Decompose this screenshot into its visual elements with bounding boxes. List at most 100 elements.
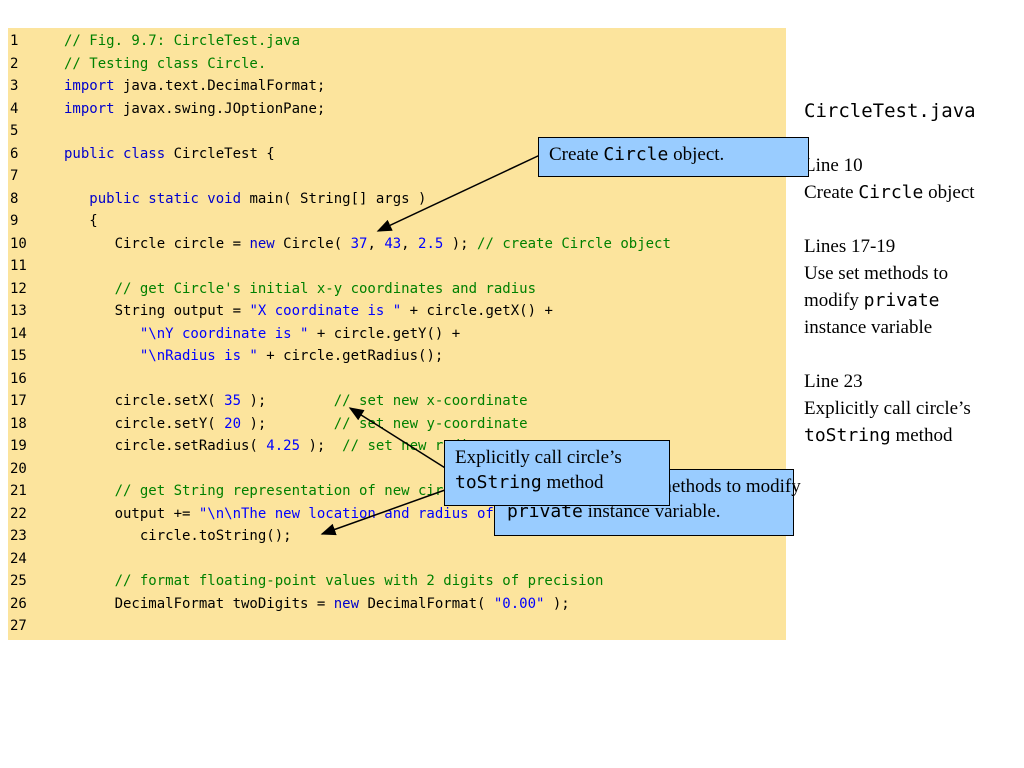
code-line: 4 import javax.swing.JOptionPane;: [8, 98, 786, 120]
code-line: 15 "\nRadius is " + circle.getRadius();: [8, 345, 786, 367]
note-line-10-desc: Create Circle object: [804, 179, 1022, 206]
code-line: 5: [8, 120, 786, 142]
code-token: 35: [224, 393, 242, 409]
line-number: 15: [10, 348, 27, 364]
code-token: circle.setX(: [64, 393, 225, 409]
code-token: );: [241, 393, 334, 409]
note-text: toString method: [804, 422, 1022, 449]
code-text: circle.setY( 20 ); // set new y-coordina…: [64, 413, 528, 435]
note-lines-17-19: Lines 17-19 Use set methods to modify pr…: [804, 233, 1022, 341]
code-line: 27: [8, 615, 786, 637]
code-token: "X coordinate is ": [249, 303, 402, 319]
line-number: 10: [10, 235, 27, 252]
code-line: 2// Testing class Circle.: [8, 53, 786, 75]
line-number: 9: [10, 213, 19, 229]
code-line: 25 // format floating-point values with …: [8, 570, 786, 592]
code-token: // Testing class Circle.: [64, 55, 267, 72]
code-token: DecimalFormat twoDigits =: [64, 595, 334, 612]
line-number: 3: [10, 78, 19, 94]
code-token: String output =: [64, 303, 250, 319]
code-line: 9 {: [8, 210, 786, 232]
note-text: modify private: [804, 287, 1022, 314]
code-token: import: [64, 78, 115, 94]
callout-text: object.: [668, 144, 725, 165]
code-token: "\nRadius is ": [139, 348, 258, 364]
code-token: + circle.getY() +: [308, 325, 461, 342]
code-text: String output = "X coordinate is " + cir…: [64, 300, 553, 322]
line-number: 20: [10, 460, 27, 477]
code-text: // get Circle's initial x-y coordinates …: [64, 278, 536, 300]
callout-text: private instance variable.: [507, 499, 783, 524]
line-number: 12: [10, 280, 27, 297]
note-text: Use set methods to: [804, 263, 949, 284]
line-number: 17: [10, 393, 27, 409]
code-text: public class CircleTest {: [64, 143, 275, 165]
code-token: javax.swing.JOptionPane;: [114, 100, 326, 117]
line-number: 11: [10, 258, 27, 274]
code-token: CircleTest {: [165, 145, 275, 162]
code-token: // set new y-coordinate: [333, 415, 528, 432]
line-number: 14: [10, 325, 27, 342]
note-text: Create: [804, 182, 859, 203]
code-text: // format floating-point values with 2 d…: [64, 570, 604, 592]
callout-text: Explicitly call circle’s: [455, 447, 622, 468]
code-line: 10 Circle circle = new Circle( 37, 43, 2…: [8, 233, 786, 255]
callout-text: Create: [549, 144, 604, 165]
code-token: java.text.DecimalFormat;: [114, 78, 326, 94]
code-text: // Fig. 9.7: CircleTest.java: [64, 30, 300, 52]
code-token: [64, 191, 89, 207]
code-token: circle.setY(: [64, 415, 225, 432]
code-token: 37: [350, 235, 368, 252]
note-code: Circle: [858, 182, 924, 203]
code-token: [64, 348, 140, 364]
code-token: 2.5: [418, 235, 444, 252]
code-line: 11: [8, 255, 786, 277]
code-line: 18 circle.setY( 20 ); // set new y-coord…: [8, 413, 786, 435]
line-number: 21: [10, 483, 27, 499]
note-text: modify: [804, 290, 864, 311]
code-text: Circle circle = new Circle( 37, 43, 2.5 …: [64, 233, 671, 255]
sidebar-notes: CircleTest.java Line 10 Create Circle ob…: [804, 98, 1022, 476]
code-token: import: [64, 100, 115, 117]
line-number: 22: [10, 505, 27, 522]
code-line: 3 import java.text.DecimalFormat;: [8, 75, 786, 97]
note-lines-17-19-label: Lines 17-19: [804, 236, 896, 257]
code-text: "\nRadius is " + circle.getRadius();: [64, 345, 443, 367]
code-line: 14 "\nY coordinate is " + circle.getY() …: [8, 323, 786, 345]
line-number: 5: [10, 123, 19, 139]
code-token: circle.toString();: [64, 528, 292, 544]
line-number: 18: [10, 415, 27, 432]
code-token: // get Circle's initial x-y coordinates …: [64, 280, 537, 297]
code-token: // set new x-coordinate: [333, 393, 528, 409]
code-token: Circle circle =: [64, 235, 250, 252]
code-line: 24: [8, 548, 786, 570]
code-token: );: [443, 235, 478, 252]
code-text: {: [64, 210, 98, 232]
code-token: + circle.getX() +: [401, 303, 553, 319]
code-token: 4.25: [266, 438, 301, 454]
line-number: 25: [10, 573, 27, 589]
code-token: output +=: [64, 505, 199, 522]
code-token: {: [64, 213, 98, 229]
code-line: 13 String output = "X coordinate is " + …: [8, 300, 786, 322]
callout-text: instance variable.: [582, 501, 721, 522]
line-number: 16: [10, 370, 27, 387]
callout-text: toString method: [455, 470, 659, 495]
code-line: 6 public class CircleTest {: [8, 143, 786, 165]
code-token: 20: [224, 415, 242, 432]
line-number: 4: [10, 100, 19, 117]
line-number: 8: [10, 190, 19, 207]
code-text: circle.setRadius( 4.25 ); // set new rad…: [64, 435, 486, 457]
code-line: 8 public static void main( String[] args…: [8, 188, 786, 210]
callout-text: method: [541, 472, 604, 493]
line-number: 23: [10, 528, 27, 544]
code-line: 17 circle.setX( 35 ); // set new x-coord…: [8, 390, 786, 412]
note-line-10: Line 10 Create Circle object: [804, 152, 1022, 206]
callout-tostring: Explicitly call circle’s toString method: [444, 440, 670, 506]
callout-create: Create Circle object.: [538, 137, 809, 177]
line-number: 6: [10, 145, 19, 162]
code-text: import java.text.DecimalFormat;: [64, 75, 325, 97]
code-text: import javax.swing.JOptionPane;: [64, 98, 325, 120]
code-token: new: [249, 235, 275, 252]
